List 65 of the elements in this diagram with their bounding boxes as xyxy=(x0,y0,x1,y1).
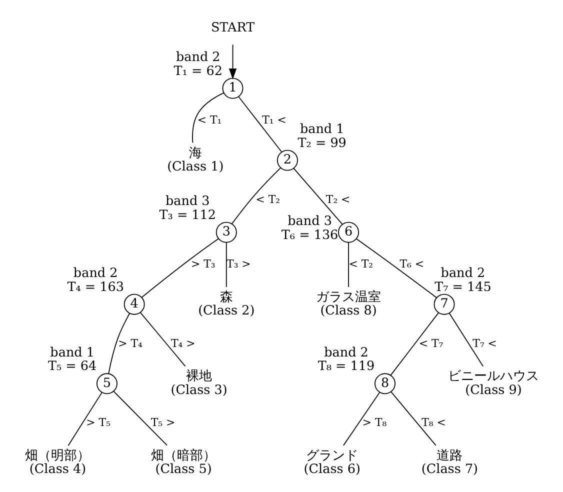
edge-label: > T₃ xyxy=(190,258,215,271)
node-text: 裸地 (Class 3) xyxy=(170,369,227,398)
node-text: 道路 (Class 7) xyxy=(420,448,478,478)
edge-label: < T₇ xyxy=(418,336,443,350)
node-text: 森 (Class 2) xyxy=(198,290,254,319)
arrow xyxy=(228,44,236,80)
node-label: band 3 xyxy=(164,194,210,210)
node-circle: 2 xyxy=(276,150,298,171)
edge-label: > T₈ xyxy=(362,416,386,430)
edge-label: T₂ < xyxy=(325,192,350,206)
edge-label: < T₂ xyxy=(255,192,280,206)
connector xyxy=(108,312,130,374)
node-label: T₇ = 145 xyxy=(434,280,491,295)
node-label: T₈ = 119 xyxy=(317,359,374,374)
node-label: T₅ = 64 xyxy=(48,359,96,374)
edge-label: T₅ > xyxy=(150,416,175,430)
node-label: T₂ = 99 xyxy=(297,136,346,151)
connector xyxy=(342,392,380,446)
node-text: 海 (Class 1) xyxy=(166,146,224,175)
node-circle: 1 xyxy=(222,78,243,99)
node-label: T₃ = 112 xyxy=(158,208,216,223)
connector xyxy=(231,167,281,224)
connector xyxy=(448,312,483,367)
node-text: 畑（明部） (Class 4) xyxy=(24,448,90,478)
node-circle: 4 xyxy=(123,294,144,315)
node-text: 畑（暗部） (Class 5) xyxy=(150,448,216,478)
edge-label: T₈ < xyxy=(421,416,446,430)
edge-label: > T₄ xyxy=(118,336,142,350)
node-label: T₁ = 62 xyxy=(173,64,222,79)
node-text: START xyxy=(210,20,254,36)
node-label: band 2 xyxy=(324,345,368,360)
node-text: ガラス温室 (Class 8) xyxy=(316,290,381,319)
connector xyxy=(390,391,436,446)
edge-label: T₄ > xyxy=(170,336,195,350)
node-label: T₆ = 136 xyxy=(280,228,338,243)
edge-label: T₆ < xyxy=(399,258,424,271)
node-circle: 7 xyxy=(433,294,454,315)
connector xyxy=(225,242,226,288)
node-label: band 1 xyxy=(50,345,94,360)
node-label: band 2 xyxy=(175,50,220,66)
edge-label: < T₂ xyxy=(348,258,372,271)
node-circle: 6 xyxy=(338,222,359,243)
node-text: ビニールハウス (Class 9) xyxy=(447,369,538,398)
edge-label: T₁ < xyxy=(262,113,286,126)
connector xyxy=(67,392,102,446)
edge-label: > T₅ xyxy=(86,416,110,430)
node-text: グランド (Class 6) xyxy=(303,448,360,478)
connector xyxy=(192,92,224,144)
edge-label: < T₁ xyxy=(196,113,222,126)
node-label: T₄ = 163 xyxy=(66,280,124,295)
connector xyxy=(112,390,167,446)
connector xyxy=(140,238,218,298)
node-label: band 1 xyxy=(299,122,344,138)
connector xyxy=(390,312,439,376)
node-label: band 2 xyxy=(440,266,485,282)
node-label: band 2 xyxy=(72,266,118,282)
node-circle: 3 xyxy=(215,222,236,243)
connector xyxy=(238,96,282,152)
connector xyxy=(356,238,436,298)
node-circle: 5 xyxy=(96,373,117,394)
connector xyxy=(292,168,342,225)
node-circle: 8 xyxy=(374,373,395,394)
node-label: band 3 xyxy=(287,214,332,230)
edge-label: T₇ < xyxy=(472,336,496,350)
connector xyxy=(139,312,186,367)
